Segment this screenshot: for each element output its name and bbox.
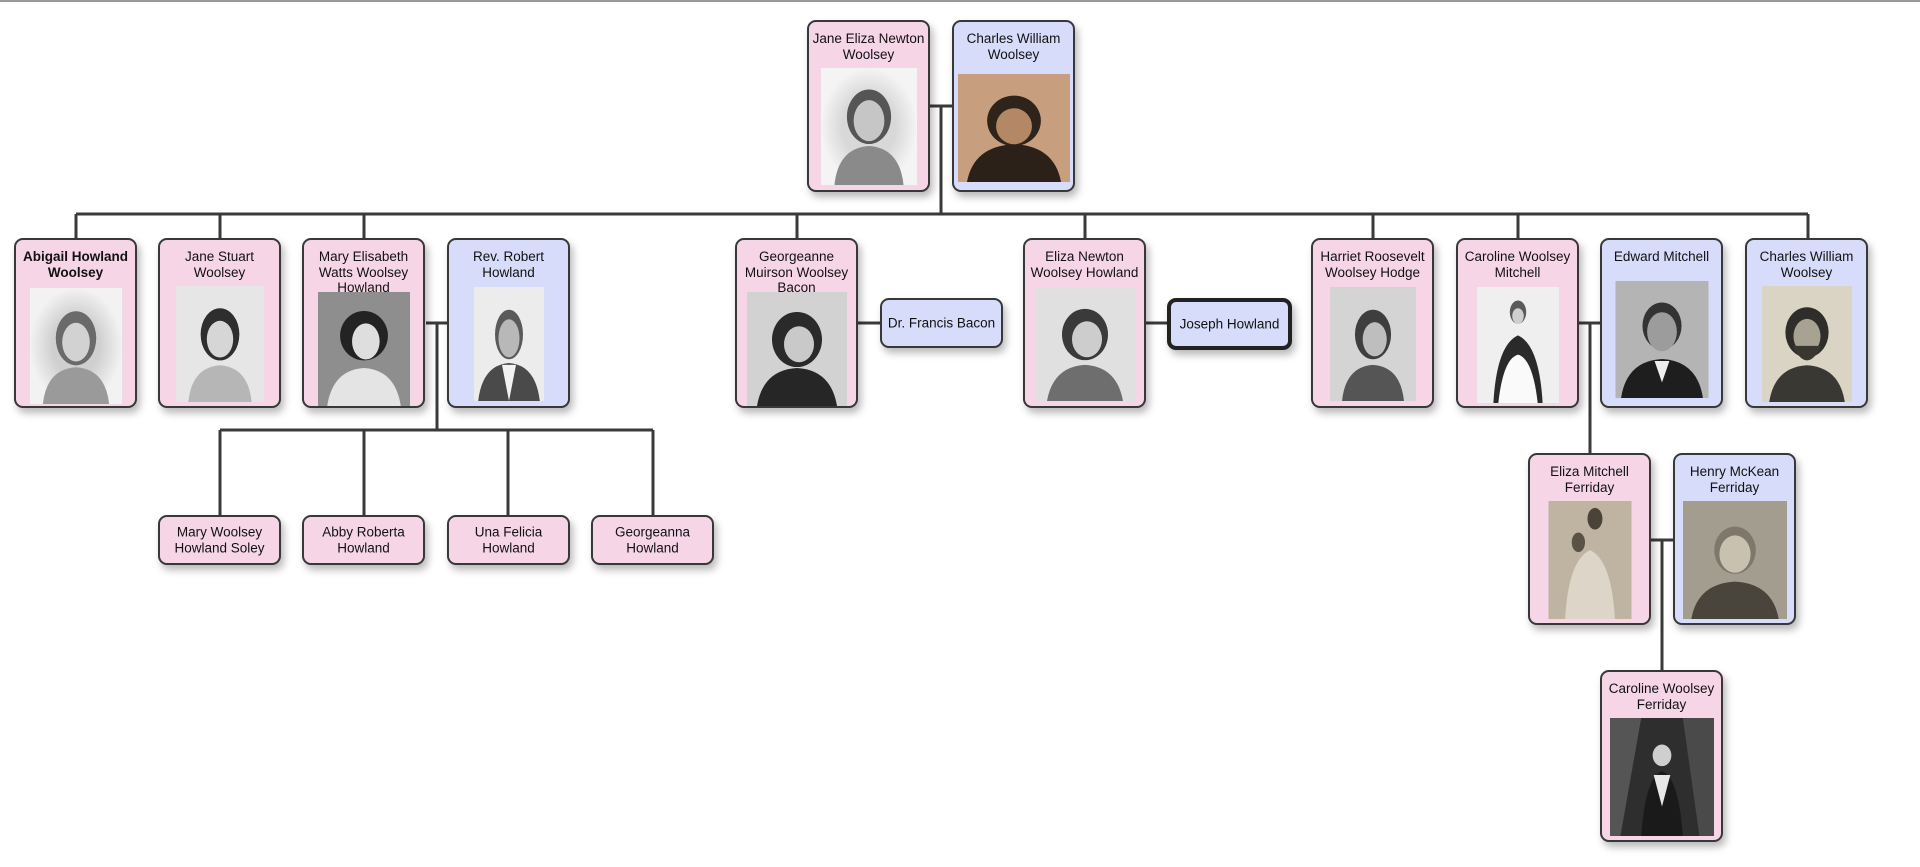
person-card-eliza-mitchell-ferriday[interactable]: Eliza Mitchell Ferriday [1528, 453, 1651, 625]
person-card-harriet-roosevelt-woolsey-hodge[interactable]: Harriet Roosevelt Woolsey Hodge [1311, 238, 1434, 408]
person-card-georgeanne-muirson-woolsey-bacon[interactable]: Georgeanne Muirson Woolsey Bacon [735, 238, 858, 408]
person-card-abigail-howland-woolsey[interactable]: Abigail Howland Woolsey [14, 238, 137, 408]
person-name: Jane Eliza Newton Woolsey [812, 31, 925, 62]
portrait-photo [957, 74, 1070, 182]
person-card-charles-william-woolsey-jr[interactable]: Charles William Woolsey [1745, 238, 1868, 408]
person-card-caroline-woolsey-ferriday[interactable]: Caroline Woolsey Ferriday [1600, 670, 1723, 842]
person-card-dr-francis-bacon[interactable]: Dr. Francis Bacon [880, 298, 1003, 348]
person-name: Eliza Newton Woolsey Howland [1030, 249, 1139, 280]
person-card-charles-william-woolsey-sr[interactable]: Charles William Woolsey [952, 20, 1075, 192]
person-card-joseph-howland[interactable]: Joseph Howland [1167, 298, 1292, 350]
person-card-eliza-newton-woolsey-howland[interactable]: Eliza Newton Woolsey Howland [1023, 238, 1146, 408]
portrait-photo [1329, 287, 1416, 401]
portrait-photo [1761, 286, 1852, 402]
person-card-georgeanna-howland[interactable]: Georgeanna Howland [591, 515, 714, 565]
portrait-photo [175, 286, 264, 402]
portrait-photo [820, 68, 917, 185]
person-name: Caroline Woolsey Ferriday [1608, 681, 1715, 712]
portrait-photo [1548, 501, 1631, 619]
window-top-border [0, 0, 1920, 2]
person-card-jane-stuart-woolsey[interactable]: Jane Stuart Woolsey [158, 238, 281, 408]
person-card-una-felicia-howland[interactable]: Una Felicia Howland [447, 515, 570, 565]
portrait-photo [1682, 501, 1787, 619]
person-name: Eliza Mitchell Ferriday [1550, 464, 1629, 495]
person-card-henry-mckean-ferriday[interactable]: Henry McKean Ferriday [1673, 453, 1796, 625]
person-name: Rev. Robert Howland [472, 249, 545, 280]
portrait-photo [1609, 718, 1714, 836]
person-card-abby-roberta-howland[interactable]: Abby Roberta Howland [302, 515, 425, 565]
person-name: Joseph Howland [1179, 316, 1280, 332]
person-name: Una Felicia Howland [474, 524, 543, 556]
portrait-photo [1476, 287, 1559, 403]
portrait-photo [1034, 287, 1135, 401]
portrait-photo [1615, 281, 1708, 398]
person-name: Charles William Woolsey [966, 31, 1061, 62]
person-name: Mary Woolsey Howland Soley [174, 524, 265, 556]
person-name: Georgeanna Howland [614, 524, 691, 556]
person-name: Mary Elisabeth Watts Woolsey Howland [318, 249, 409, 295]
person-name: Harriet Roosevelt Woolsey Hodge [1320, 249, 1425, 280]
person-name: Charles William Woolsey [1759, 249, 1854, 280]
portrait-photo [746, 292, 847, 406]
person-card-rev-robert-howland[interactable]: Rev. Robert Howland [447, 238, 570, 408]
person-card-jane-eliza-newton-woolsey[interactable]: Jane Eliza Newton Woolsey [807, 20, 930, 192]
person-name: Abigail Howland Woolsey [22, 249, 128, 280]
person-name: Henry McKean Ferriday [1689, 464, 1780, 495]
person-name: Caroline Woolsey Mitchell [1464, 249, 1571, 280]
person-card-mary-elisabeth-watts-woolsey-howland[interactable]: Mary Elisabeth Watts Woolsey Howland [302, 238, 425, 408]
portrait-photo [473, 287, 544, 401]
person-card-mary-woolsey-howland-soley[interactable]: Mary Woolsey Howland Soley [158, 515, 281, 565]
person-card-edward-mitchell[interactable]: Edward Mitchell [1600, 238, 1723, 408]
person-name: Abby Roberta Howland [322, 524, 405, 556]
portrait-photo [29, 288, 122, 404]
person-card-caroline-woolsey-mitchell[interactable]: Caroline Woolsey Mitchell [1456, 238, 1579, 408]
person-name: Georgeanne Muirson Woolsey Bacon [744, 249, 849, 295]
person-name: Jane Stuart Woolsey [184, 249, 255, 280]
portrait-photo [317, 292, 410, 406]
person-name: Edward Mitchell [1613, 249, 1710, 264]
person-name: Dr. Francis Bacon [887, 315, 996, 331]
